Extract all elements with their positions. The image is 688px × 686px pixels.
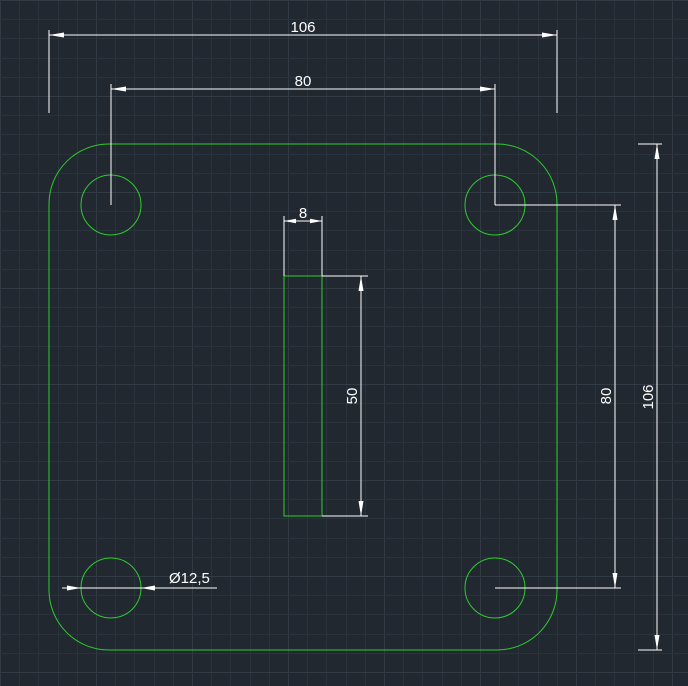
dim-hole-diameter[interactable]: Ø12,5 [62, 570, 217, 591]
slot[interactable] [283, 275, 323, 517]
dim-overall-width-text: 106 [290, 19, 315, 36]
dim-hole-diameter-text: Ø12,5 [169, 570, 210, 587]
dim-hole-spacing-vertical-text: 80 [598, 388, 615, 405]
dim-slot-length[interactable]: 50 [322, 275, 368, 517]
dim-slot-width-text: 8 [299, 205, 307, 222]
dim-hole-spacing-horizontal-text: 80 [295, 73, 312, 90]
dim-hole-spacing-vertical[interactable]: 80 [495, 204, 621, 589]
dim-slot-width[interactable]: 8 [283, 205, 323, 276]
dim-hole-spacing-horizontal[interactable]: 80 [110, 73, 496, 205]
dim-overall-height-text: 106 [640, 384, 657, 409]
dim-overall-height[interactable]: 106 [638, 143, 662, 651]
plate-outline[interactable] [48, 143, 558, 651]
dim-slot-length-text: 50 [344, 388, 361, 405]
dim-overall-width[interactable]: 106 [48, 19, 558, 113]
